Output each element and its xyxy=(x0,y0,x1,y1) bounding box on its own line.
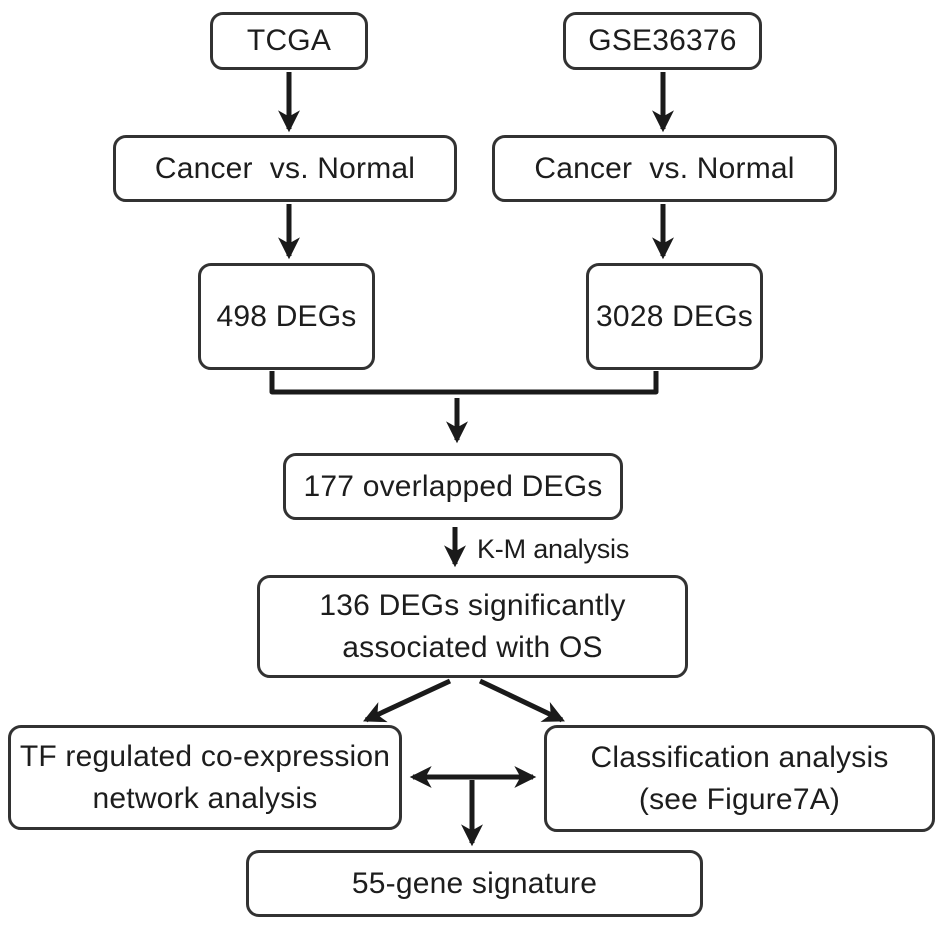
node-classification-line2: (see Figure7A) xyxy=(638,782,841,816)
node-tcga: TCGA xyxy=(210,12,368,70)
node-cancer-vs-normal-left-label: Cancer vs. Normal xyxy=(154,151,416,185)
node-498-degs: 498 DEGs xyxy=(198,263,375,370)
node-3028-degs-label: 3028 DEGs xyxy=(596,299,753,333)
node-classification-line1: Classification analysis xyxy=(590,741,889,775)
node-tf-network: TF regulated co-expression network analy… xyxy=(8,725,402,830)
node-gse36376: GSE36376 xyxy=(563,12,762,70)
node-177-overlapped-degs-label: 177 overlapped DEGs xyxy=(303,469,603,503)
node-498-degs-label: 498 DEGs xyxy=(216,299,357,333)
node-136-degs-os-line1: 136 DEGs significantly xyxy=(319,589,626,623)
node-gse36376-label: GSE36376 xyxy=(588,24,737,58)
node-136-degs-os: 136 DEGs significantly associated with O… xyxy=(257,575,688,678)
arrow-os-to-tf-network xyxy=(363,678,452,723)
node-cancer-vs-normal-right: Cancer vs. Normal xyxy=(492,135,837,202)
node-55-gene-signature-label: 55-gene signature xyxy=(351,866,598,900)
node-3028-degs: 3028 DEGs xyxy=(586,263,763,370)
node-55-gene-signature: 55-gene signature xyxy=(246,850,703,917)
arrow-os-to-classification xyxy=(478,678,565,723)
node-cancer-vs-normal-left: Cancer vs. Normal xyxy=(113,135,457,202)
merge-bracket-line xyxy=(269,371,659,395)
node-tf-network-line1: TF regulated co-expression xyxy=(19,740,391,774)
node-tf-network-line2: network analysis xyxy=(92,781,318,815)
node-tcga-label: TCGA xyxy=(246,24,332,58)
node-177-overlapped-degs: 177 overlapped DEGs xyxy=(283,453,623,520)
node-cancer-vs-normal-right-label: Cancer vs. Normal xyxy=(534,151,795,185)
node-classification: Classification analysis (see Figure7A) xyxy=(544,725,935,832)
node-136-degs-os-line2: associated with OS xyxy=(342,630,603,664)
km-analysis-label: K-M analysis xyxy=(477,534,630,564)
